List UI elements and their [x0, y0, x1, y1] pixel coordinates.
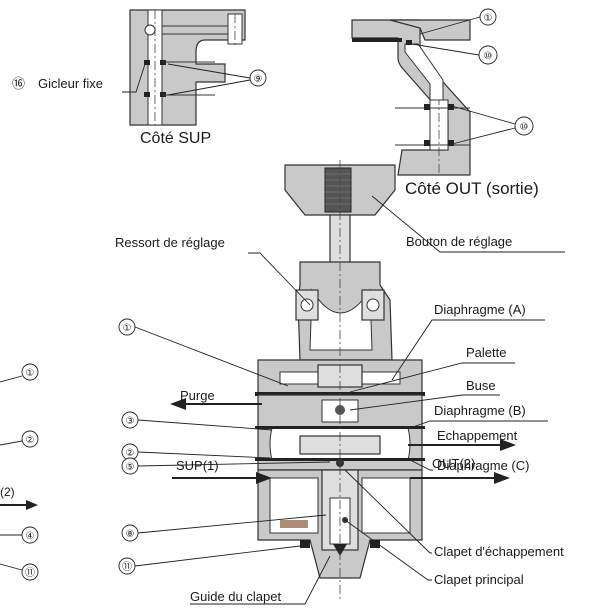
callout-3: ③ — [121, 411, 273, 431]
svg-text:①: ① — [123, 323, 132, 334]
diaphragme-a-label: Diaphragme (A) — [434, 302, 526, 317]
clapet-echappement-label: Clapet d'échappement — [434, 544, 564, 559]
callout-8: ⑧ — [121, 514, 327, 542]
left-partial-callouts: ① ② (2) ④ ⑪ — [0, 363, 39, 581]
left-callout-11: ⑪ — [25, 567, 35, 579]
svg-text:③: ③ — [126, 416, 135, 427]
label-9: ⑨ — [167, 63, 267, 96]
palette-label: Palette — [466, 345, 506, 360]
callout-10-mid: ⑩ — [520, 122, 529, 133]
callout-2-main: ② — [121, 443, 271, 461]
callout-1-top: ① — [484, 13, 493, 24]
label-out-1: ① — [419, 8, 497, 35]
bouton-label: Bouton de réglage — [406, 234, 512, 249]
svg-text:②: ② — [126, 448, 135, 459]
callout-16: ⑯ — [12, 76, 25, 91]
svg-text:⑪: ⑪ — [122, 561, 132, 573]
callout-10-top: ⑩ — [484, 51, 493, 62]
ressort-label: Ressort de réglage — [115, 235, 225, 250]
purge-label: Purge — [180, 388, 215, 403]
out-side-detail — [351, 19, 471, 176]
left-callout-4: ④ — [26, 531, 35, 542]
callout-1-main: ① — [118, 318, 289, 387]
sup-label: SUP(1) — [176, 458, 219, 473]
flow-arrows — [170, 398, 516, 484]
label-out-10a: ⑩ — [411, 43, 498, 65]
diaphragme-c-label: Diaphragme (C) — [437, 458, 529, 473]
out-label: OUT(2) — [432, 456, 475, 471]
diaphragme-b-label: Diaphragme (B) — [434, 403, 526, 418]
left-callout-1: ① — [26, 368, 35, 379]
label-out-10b: ⑩ — [451, 105, 534, 145]
clapet-principal-label: Clapet principal — [434, 572, 524, 587]
left-partial-port: (2) — [0, 485, 15, 499]
gicleur-label: Gicleur fixe — [38, 76, 103, 91]
echappement-label: Echappement — [437, 428, 518, 443]
callout-11-main: ⑪ — [118, 545, 301, 575]
callout-5: ⑤ — [121, 457, 331, 475]
left-callout-2: ② — [26, 435, 35, 446]
cote-out-caption: Côté OUT (sortie) — [405, 179, 539, 198]
cote-sup-caption: Côté SUP — [140, 130, 211, 147]
guide-label: Guide du clapet — [190, 589, 281, 604]
svg-text:⑧: ⑧ — [126, 529, 135, 540]
label-gicleur-fixe: ⑯ Gicleur fixe — [12, 63, 146, 93]
buse-label: Buse — [466, 378, 496, 393]
svg-text:⑤: ⑤ — [126, 462, 135, 473]
sup-side-detail — [125, 9, 260, 126]
callout-9-text: ⑨ — [254, 74, 263, 85]
